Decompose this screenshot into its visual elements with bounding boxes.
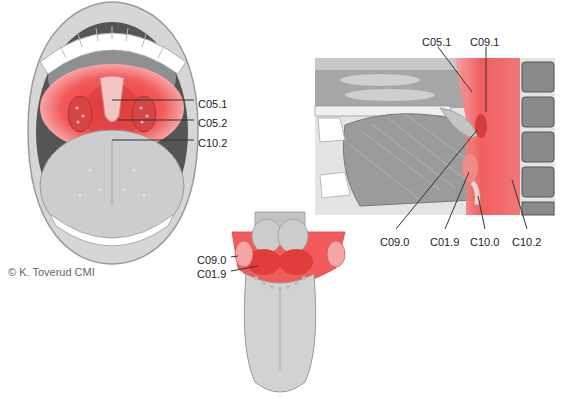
label-anchor: C05.2 <box>198 113 227 131</box>
sagittal-section-part <box>315 70 465 108</box>
label-anchor: C10.2 <box>198 133 227 151</box>
region-code: C10.2 <box>198 137 227 149</box>
open-mouth-part <box>132 96 156 132</box>
sagittal-section-part <box>318 118 345 142</box>
tongue-top-view-part <box>279 249 313 275</box>
label-anchor: C01.9 <box>197 264 226 282</box>
label-anchor: © K. Toverud CMI <box>8 262 95 280</box>
open-mouth-part <box>36 22 188 242</box>
sagittal-section-part <box>522 202 554 215</box>
open-mouth-part <box>111 140 113 205</box>
tongue-top-view-part <box>286 285 290 289</box>
label-anchor: C05.1 <box>422 32 451 50</box>
open-mouth-part <box>40 33 186 74</box>
sagittal-section-part <box>478 196 485 229</box>
open-mouth <box>28 2 198 264</box>
sagittal-section-part <box>320 172 350 198</box>
sagittal-section <box>315 47 555 229</box>
open-mouth-part <box>77 121 80 124</box>
tongue-top-view-part <box>302 276 306 280</box>
sagittal-section-part <box>396 130 477 229</box>
open-mouth-part <box>100 76 124 122</box>
open-mouth-part <box>140 107 143 110</box>
sagittal-section-part <box>438 47 472 92</box>
open-mouth-part <box>68 96 92 132</box>
open-mouth-part <box>99 189 102 192</box>
region-code: C01.9 <box>430 236 459 248</box>
sagittal-section-part <box>340 74 420 86</box>
open-mouth-part <box>141 121 144 124</box>
sagittal-section-part <box>315 58 555 215</box>
region-code: C09.0 <box>380 236 409 248</box>
sagittal-section-part <box>486 47 487 112</box>
sagittal-section-part <box>512 180 527 229</box>
region-code: C05.1 <box>198 98 227 110</box>
label-anchor: C10.2 <box>512 232 541 250</box>
tongue-top-view-part <box>235 241 253 267</box>
tongue-top-view-part <box>252 219 282 253</box>
region-code: C01.9 <box>197 268 226 280</box>
tongue-top-view-part <box>327 241 345 267</box>
tongue-top-view-part <box>278 219 308 253</box>
tongue-top-view-part <box>231 266 258 271</box>
open-mouth-part <box>146 115 149 118</box>
label-anchor: C01.9 <box>430 232 459 250</box>
sagittal-section-part <box>522 132 554 162</box>
sagittal-section-part <box>462 154 478 182</box>
sagittal-section-part <box>440 108 478 138</box>
open-mouth-part <box>112 100 194 101</box>
tongue-top-view-part <box>254 276 258 280</box>
open-mouth-part <box>112 140 194 141</box>
sagittal-section-part <box>315 58 465 70</box>
open-mouth-part <box>89 169 92 172</box>
tongue-top-view-part <box>278 287 282 291</box>
sagittal-section-part <box>475 114 487 138</box>
region-code: C09.1 <box>470 36 499 48</box>
open-mouth-part <box>123 189 126 192</box>
open-mouth-part <box>133 169 136 172</box>
region-code: C05.2 <box>198 117 227 129</box>
region-code: C09.0 <box>197 254 226 266</box>
sagittal-section-part <box>345 89 435 101</box>
tongue-top-view-part <box>231 256 238 257</box>
sagittal-section-part <box>343 114 474 206</box>
open-mouth-part <box>79 194 82 197</box>
open-mouth-part <box>76 107 79 110</box>
tongue-top-view <box>231 212 345 392</box>
open-mouth-part <box>118 120 194 121</box>
sagittal-section-part <box>522 167 554 197</box>
tongue-top-view-part <box>244 274 315 392</box>
tongue-top-view-part <box>262 281 266 285</box>
sagittal-section-part <box>455 58 520 215</box>
label-anchor: C09.0 <box>380 232 409 250</box>
sagittal-section-part <box>522 62 554 92</box>
region-code: C10.2 <box>512 236 541 248</box>
sagittal-section-part <box>315 106 452 116</box>
tongue-top-view-part <box>294 281 298 285</box>
open-mouth-part <box>50 214 174 246</box>
open-mouth-part <box>60 26 164 58</box>
open-mouth-part <box>28 2 198 264</box>
sagittal-section-part <box>350 114 468 200</box>
sagittal-section-part <box>522 97 554 127</box>
region-code: C10.0 <box>470 236 499 248</box>
region-code: C05.1 <box>422 36 451 48</box>
tongue-top-view-part <box>270 285 274 289</box>
copyright-notice: © K. Toverud CMI <box>8 266 95 278</box>
open-mouth-part <box>82 115 85 118</box>
sagittal-section-part <box>445 172 469 229</box>
label-anchor: C10.0 <box>470 232 499 250</box>
label-anchor: C09.0 <box>197 250 226 268</box>
tongue-top-view-part <box>279 290 281 370</box>
label-anchor: C09.1 <box>470 32 499 50</box>
open-mouth-part <box>143 194 146 197</box>
label-anchor: C05.1 <box>198 94 227 112</box>
